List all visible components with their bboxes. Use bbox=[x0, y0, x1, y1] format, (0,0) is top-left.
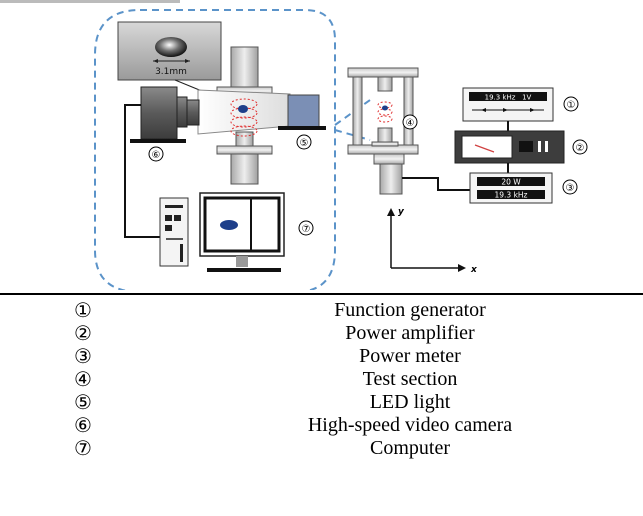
test-section-frame bbox=[347, 67, 419, 155]
power-meter-frequency: 19.3 kHz bbox=[494, 191, 527, 200]
power-meter: 20 W 19.3 kHz bbox=[469, 172, 553, 204]
led-light bbox=[278, 94, 326, 130]
function-generator: 19.3 kHz 1V bbox=[462, 87, 554, 122]
experimental-setup-diagram: 3.1mm ⑤ ⑥ bbox=[0, 0, 588, 290]
high-speed-camera bbox=[130, 86, 200, 143]
marker-1: ① bbox=[567, 100, 576, 111]
legend-label: Power meter bbox=[359, 345, 461, 367]
legend-label: LED light bbox=[369, 391, 451, 413]
legend-number: ③ bbox=[74, 344, 92, 368]
marker-4: ④ bbox=[406, 118, 415, 129]
marker-7: ⑦ bbox=[302, 224, 311, 235]
table-top-rule bbox=[0, 293, 643, 295]
legend-label: Power amplifier bbox=[345, 322, 475, 344]
legend-row: ⑤ LED light bbox=[0, 391, 643, 413]
marker-4-circle bbox=[402, 114, 418, 130]
legend-row: ④ Test section bbox=[0, 368, 643, 390]
axis-y-label: y bbox=[398, 207, 405, 217]
function-generator-display: 19.3 kHz 1V bbox=[485, 94, 532, 102]
legend-label: Function generator bbox=[334, 299, 486, 321]
droplet-size-label: 3.1mm bbox=[155, 67, 187, 77]
marker-3-circle bbox=[562, 179, 578, 195]
marker-6: ⑥ bbox=[152, 150, 161, 161]
legend-row: ⑦ Computer bbox=[0, 437, 643, 459]
legend-label: Computer bbox=[370, 437, 450, 459]
legend-row: ⑥ High-speed video camera bbox=[0, 414, 643, 436]
power-amplifier bbox=[454, 130, 565, 164]
transducer-cable bbox=[402, 177, 470, 191]
marker-3: ③ bbox=[566, 183, 575, 194]
legend-label: High-speed video camera bbox=[307, 414, 513, 436]
levitated-droplet bbox=[238, 105, 248, 113]
legend-number: ⑥ bbox=[74, 413, 92, 437]
droplet-photo: 3.1mm bbox=[117, 21, 222, 81]
legend-number: ⑦ bbox=[74, 436, 92, 460]
marker-5-circle bbox=[296, 134, 312, 150]
legend-row: ③ Power meter bbox=[0, 345, 643, 367]
marker-6-circle bbox=[148, 146, 164, 162]
legend-row: ① Function generator bbox=[0, 299, 643, 321]
legend-number: ⑤ bbox=[74, 390, 92, 414]
computer-tower bbox=[159, 197, 189, 267]
transducer bbox=[373, 153, 405, 195]
power-meter-watts: 20 W bbox=[501, 178, 521, 187]
marker-5: ⑤ bbox=[300, 138, 309, 149]
marker-1-circle bbox=[563, 96, 579, 112]
marker-7-circle bbox=[298, 220, 314, 236]
computer-monitor bbox=[199, 192, 285, 272]
marker-2-circle bbox=[572, 139, 588, 155]
legend-number: ② bbox=[74, 321, 92, 345]
legend-number: ① bbox=[74, 298, 92, 322]
coordinate-axes: y x bbox=[387, 207, 478, 275]
marker-2: ② bbox=[576, 143, 585, 154]
axis-x-label: x bbox=[470, 265, 478, 275]
cropped-caption-fragment bbox=[0, 0, 180, 3]
legend-row: ② Power amplifier bbox=[0, 322, 643, 344]
camera-cable bbox=[124, 104, 161, 238]
legend-number: ④ bbox=[74, 367, 92, 391]
levitator-bottom-reflector bbox=[216, 131, 273, 185]
legend-label: Test section bbox=[362, 368, 458, 390]
